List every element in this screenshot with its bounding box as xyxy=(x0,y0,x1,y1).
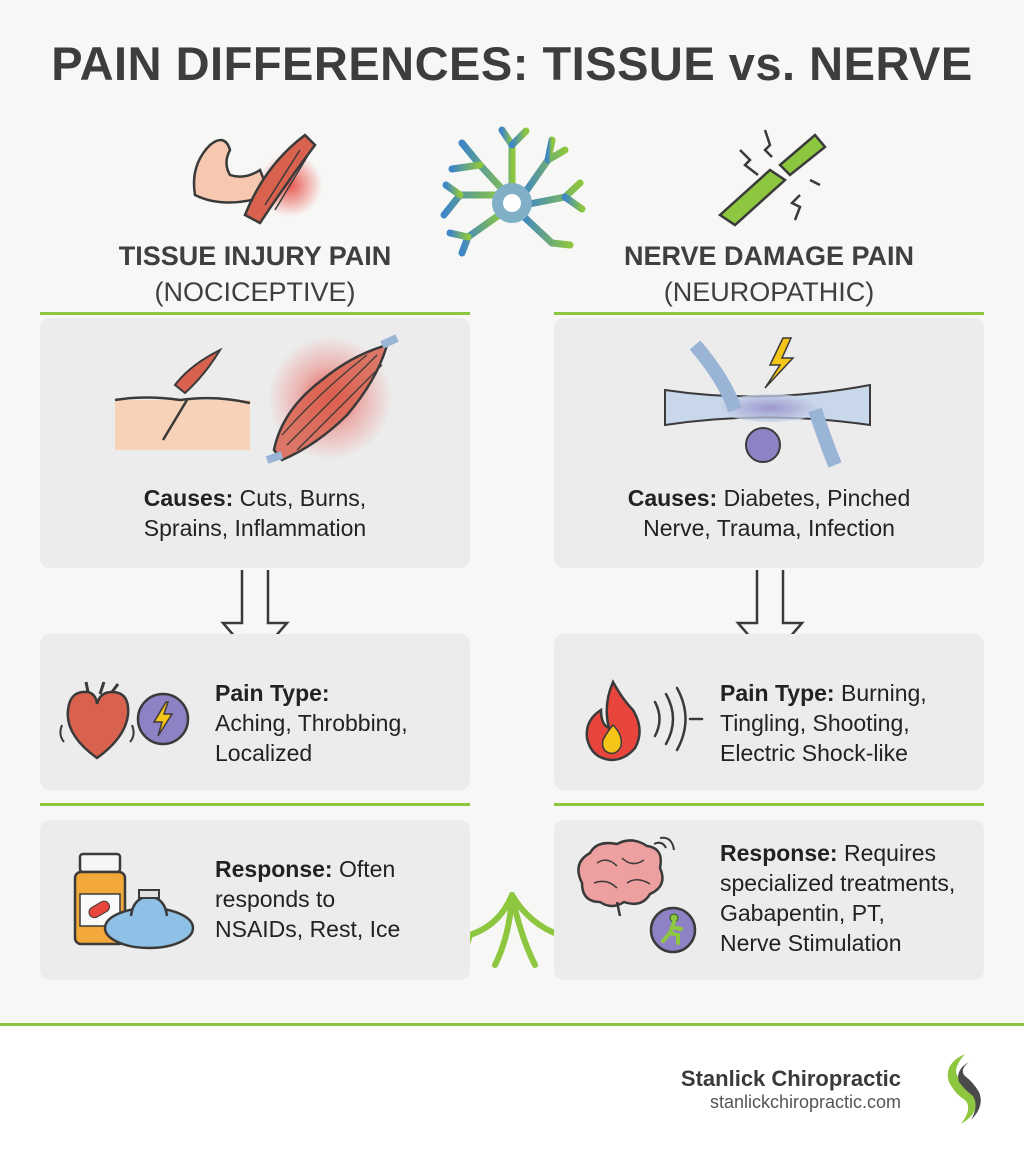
brand-name: Stanlick Chiropractic xyxy=(680,1066,901,1091)
right-response-line1: Requires xyxy=(837,840,937,866)
pill-bottle-icon xyxy=(73,852,127,946)
left-pain-type-line1: Aching, Throbbing, xyxy=(215,710,408,736)
footer xyxy=(0,1026,1024,1154)
left-subheading: (NOCICEPTIVE) xyxy=(154,277,356,307)
ice-pack-icon xyxy=(103,889,195,950)
left-heading: TISSUE INJURY PAIN xyxy=(118,241,392,271)
brand-url: stanlickchiropractic.com xyxy=(709,1092,901,1112)
left-response-line3: NSAIDs, Rest, Ice xyxy=(215,916,401,942)
flame-icon xyxy=(585,679,641,762)
nerve-fiber-icon xyxy=(717,129,827,227)
right-pain-type-line1: Burning, xyxy=(834,680,927,706)
left-pain-type-text: Pain Type: Aching, Throbbing, Localized xyxy=(215,678,465,768)
right-response-line4: Nerve Stimulation xyxy=(720,930,902,956)
physical-therapy-icon xyxy=(649,906,697,954)
right-heading-block: NERVE DAMAGE PAIN (NEUROPATHIC) xyxy=(554,238,984,310)
left-response-line1: Often xyxy=(332,856,396,882)
heart-icon xyxy=(59,681,135,760)
left-causes-panel xyxy=(40,318,470,568)
right-divider-bottom xyxy=(554,803,984,806)
left-causes-label: Causes: xyxy=(143,485,234,511)
left-response-line2: responds to xyxy=(215,886,336,912)
right-response-text: Response: Requires specialized treatment… xyxy=(720,838,984,958)
right-response-line3: Gabapentin, PT, xyxy=(720,900,885,926)
left-pain-type-label: Pain Type: xyxy=(215,680,330,706)
logo-icon xyxy=(947,1054,981,1124)
left-response-label: Response: xyxy=(215,856,333,882)
right-causes-line2: Nerve, Trauma, Infection xyxy=(643,515,895,541)
inflamed-muscle-icon xyxy=(265,334,399,464)
left-causes-text: Causes: Cuts, Burns, Sprains, Inflammati… xyxy=(40,483,470,543)
page-title: PAIN DIFFERENCES: TISSUE vs. NERVE xyxy=(51,37,973,90)
pinched-nerve-icon xyxy=(664,337,871,468)
left-causes-line2: Sprains, Inflammation xyxy=(143,515,367,541)
left-pain-type-line2: Localized xyxy=(215,740,313,766)
right-pain-type-line3: Electric Shock-like xyxy=(720,740,908,766)
right-causes-label: Causes: xyxy=(627,485,718,511)
footer-divider xyxy=(0,1023,1024,1026)
skin-cut-icon xyxy=(114,347,251,450)
right-divider-top xyxy=(554,312,984,315)
right-pain-type-label: Pain Type: xyxy=(720,680,835,706)
right-causes-text: Causes: Diabetes, Pinched Nerve, Trauma,… xyxy=(554,483,984,543)
left-divider-top xyxy=(40,312,470,315)
right-response-line2: specialized treatments, xyxy=(720,870,956,896)
right-subheading: (NEUROPATHIC) xyxy=(663,277,875,307)
right-heading: NERVE DAMAGE PAIN xyxy=(623,241,915,271)
left-causes-line1: Cuts, Burns, xyxy=(233,485,367,511)
right-causes-line1: Diabetes, Pinched xyxy=(717,485,911,511)
vibration-icon xyxy=(653,686,704,752)
brain-icon xyxy=(577,836,675,917)
left-heading-block: TISSUE INJURY PAIN (NOCICEPTIVE) xyxy=(40,238,470,310)
left-response-text: Response: Often responds to NSAIDs, Rest… xyxy=(215,854,465,944)
right-pain-type-line2: Tingling, Shooting, xyxy=(720,710,910,736)
left-divider-bottom xyxy=(40,803,470,806)
flexed-arm-muscle-icon xyxy=(192,133,322,225)
right-response-label: Response: xyxy=(720,840,838,866)
right-pain-type-text: Pain Type: Burning, Tingling, Shooting, … xyxy=(720,678,982,768)
lightning-icon xyxy=(136,692,190,746)
